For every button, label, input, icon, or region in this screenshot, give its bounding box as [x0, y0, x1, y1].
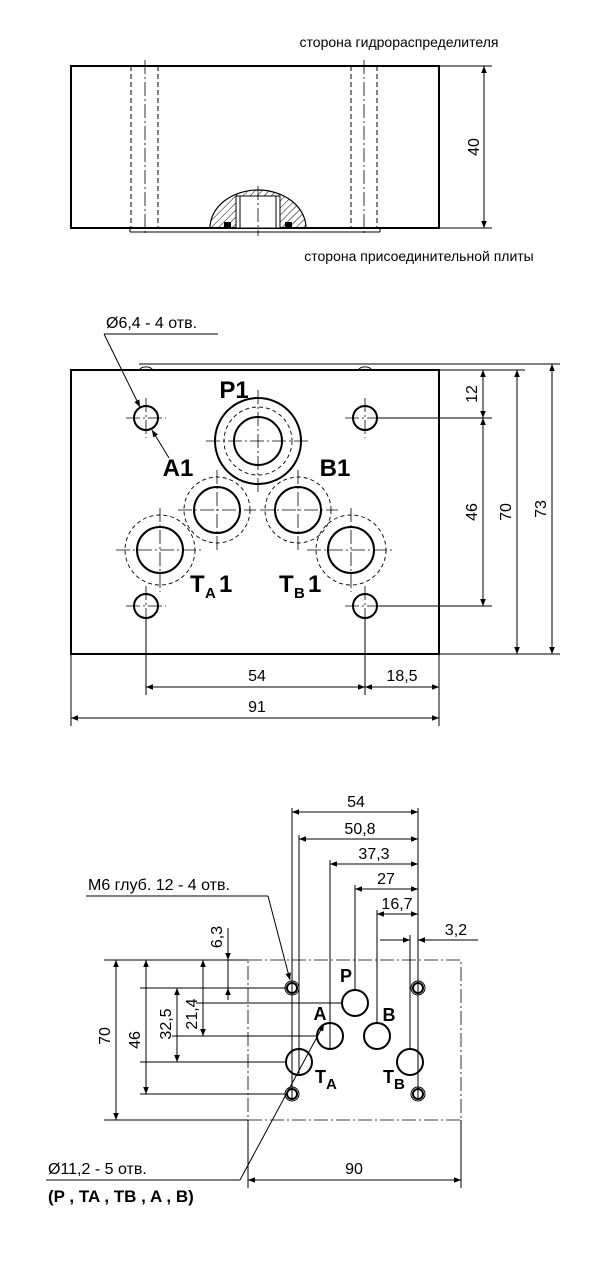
port-tb-bore: [396, 1048, 424, 1076]
bore-ports-note: (P , TA , TB , A , B): [48, 1187, 194, 1206]
port-p-bore: [341, 989, 369, 1017]
leader-line: [103, 333, 141, 408]
svg-text:T: T: [315, 1067, 326, 1087]
leader-line: [239, 1023, 325, 1181]
dim-50-8: 50,8: [344, 821, 375, 838]
dim-73: 73: [533, 500, 550, 518]
port-label-tb: T B: [383, 1067, 405, 1093]
port-label-tb1: T B 1: [279, 571, 321, 602]
port-label-a: A: [314, 1004, 327, 1024]
svg-text:B: B: [394, 1076, 405, 1093]
port-b-bore: [363, 1022, 391, 1050]
dim-18-5: 18,5: [386, 668, 417, 685]
port-label-a1: A1: [163, 455, 194, 482]
dim-54: 54: [248, 668, 266, 685]
dim-46-b: 46: [127, 1031, 144, 1049]
dim-16-7: 16,7: [381, 896, 412, 913]
svg-text:1: 1: [308, 571, 321, 598]
svg-text:1: 1: [219, 571, 232, 598]
port-label-b1: B1: [320, 455, 351, 482]
dim-37-3: 37,3: [358, 846, 389, 863]
svg-text:T: T: [190, 571, 205, 598]
interface-view: 54 50,8 37,3 27 16,7 3,2 6,3 21,4 32,5 4…: [46, 794, 478, 1206]
dim-91: 91: [248, 699, 266, 716]
svg-text:B: B: [294, 585, 305, 602]
side-view: сторона гидрораспределителя 40 сторона п…: [70, 34, 534, 264]
seal-ring: [285, 222, 292, 229]
dim-32-5: 32,5: [158, 1008, 175, 1039]
port-label-ta: T A: [315, 1067, 337, 1093]
svg-text:A: A: [205, 585, 216, 602]
top-view: P1 A1 B1 T A 1 T B 1 Ø6,4 - 4 отв. 12 46…: [70, 315, 560, 726]
port-label-b: B: [383, 1005, 396, 1025]
seal-ring: [224, 222, 231, 229]
dim-70-b: 70: [97, 1027, 114, 1045]
svg-text:T: T: [279, 571, 294, 598]
bore-note: Ø11,2 - 5 отв.: [48, 1161, 147, 1178]
port-label-ta1: T A 1: [190, 571, 232, 602]
dim-6-3: 6,3: [209, 926, 226, 948]
dim-46: 46: [464, 503, 481, 521]
plate-side-caption: сторона присоединительной плиты: [304, 248, 533, 264]
dim-40: 40: [466, 138, 483, 156]
dim-3-2: 3,2: [445, 922, 467, 939]
port-label-p1: P1: [219, 377, 248, 404]
top-view-body: [70, 369, 440, 655]
dim-12: 12: [464, 385, 481, 403]
svg-text:A: A: [326, 1076, 337, 1093]
dim-27: 27: [377, 871, 395, 888]
thread-hole-note: M6 глуб. 12 - 4 отв.: [88, 877, 230, 894]
svg-text:T: T: [383, 1067, 394, 1087]
dim-90: 90: [345, 1161, 363, 1178]
dim-21-4: 21,4: [184, 998, 201, 1029]
leader-line: [267, 895, 291, 981]
dim-70: 70: [498, 503, 515, 521]
port-label-p: P: [340, 966, 352, 986]
mounting-hole-note: Ø6,4 - 4 отв.: [106, 315, 197, 332]
leader-line: [151, 429, 170, 459]
dim-54-b: 54: [347, 794, 365, 811]
valve-side-caption: сторона гидрораспределителя: [300, 34, 499, 50]
